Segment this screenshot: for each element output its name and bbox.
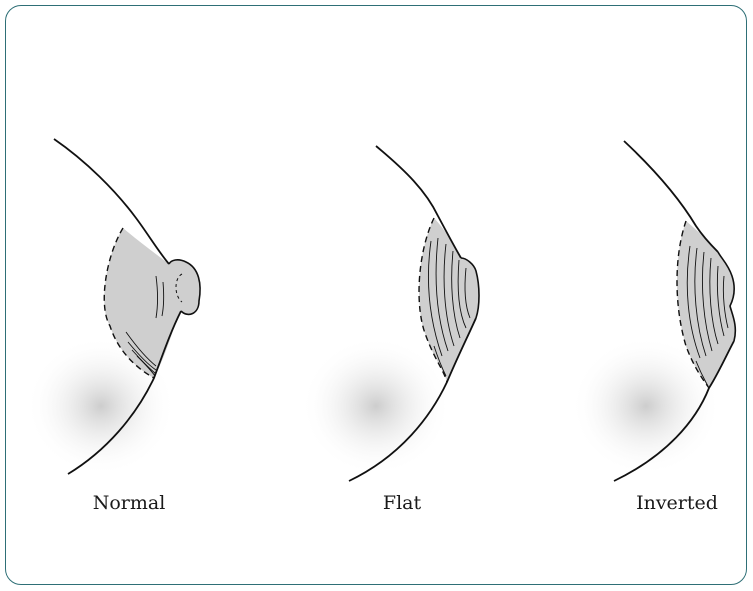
- flat-illustration: [301, 146, 479, 481]
- inverted-breast-upper: [624, 141, 718, 252]
- inverted-illustration: [571, 141, 735, 481]
- label-normal: Normal: [93, 492, 166, 514]
- figure-frame: Normal Flat Inverted: [5, 5, 747, 585]
- normal-illustration: [26, 139, 200, 476]
- normal-breast-upper: [54, 139, 169, 264]
- flat-shadow: [301, 336, 451, 476]
- label-flat: Flat: [383, 492, 421, 514]
- label-inverted: Inverted: [636, 492, 718, 514]
